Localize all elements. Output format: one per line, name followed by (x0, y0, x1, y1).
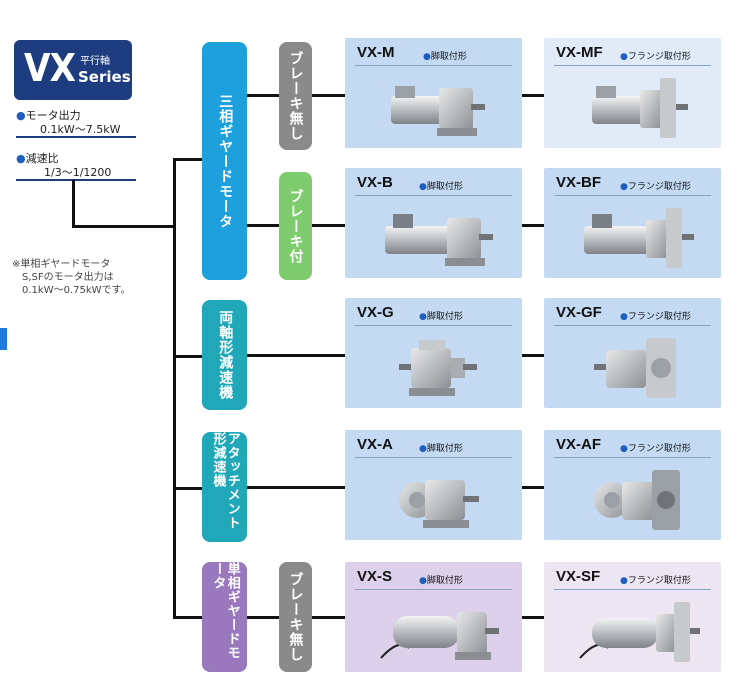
product-card-vx-bf[interactable]: VX-BF ●フランジ取付形 (544, 168, 721, 278)
product-title: VX-B (357, 174, 393, 191)
spec-output-value: 0.1kW～7.5kW (40, 123, 121, 136)
product-card-vx-s[interactable]: VX-S ●脚取付形 (345, 562, 522, 672)
connector-line (522, 94, 544, 97)
category-double-shaft[interactable]: 両軸形減速機 (202, 300, 247, 410)
spec-divider (16, 136, 136, 138)
title-underline (554, 325, 711, 326)
connector-line (522, 224, 544, 227)
product-title: VX-G (357, 304, 394, 321)
connector-line (312, 94, 345, 97)
logo-series-text: Series (78, 68, 131, 86)
product-card-vx-gf[interactable]: VX-GF ●フランジ取付形 (544, 298, 721, 408)
motor-flange-image (584, 208, 694, 268)
title-underline (355, 65, 512, 66)
category-single-phase[interactable]: 単相ギヤードモータ (202, 562, 247, 672)
product-card-vx-a[interactable]: VX-A ●脚取付形 (345, 430, 522, 540)
product-card-vx-m[interactable]: VX-M ●脚取付形 (345, 38, 522, 148)
attachment-flange-image (594, 470, 680, 530)
category-three-phase[interactable]: 三相ギヤードモータ (202, 42, 247, 280)
connector-line (247, 224, 279, 227)
logo-vx-text: VX (24, 46, 76, 90)
product-card-vx-g[interactable]: VX-G ●脚取付形 (345, 298, 522, 408)
attachment-foot-image (399, 480, 479, 528)
brake-with-three-phase[interactable]: ブレーキ付 (279, 172, 312, 280)
reducer-foot-image (399, 340, 477, 396)
brake-none-single-phase[interactable]: ブレーキ無し (279, 562, 312, 672)
mount-type-label: ●脚取付形 (419, 182, 463, 192)
connector-line (312, 224, 345, 227)
motor-flange-image (592, 78, 688, 138)
connector-trunk (173, 158, 176, 618)
connector-line (173, 487, 202, 490)
connector-line (312, 616, 345, 619)
title-underline (554, 589, 711, 590)
motor-foot-image (391, 86, 485, 136)
connector-line (522, 486, 544, 489)
brake-none-three-phase[interactable]: ブレーキ無し (279, 42, 312, 150)
product-title: VX-M (357, 44, 395, 61)
title-underline (554, 195, 711, 196)
mount-type-label: ●フランジ取付形 (620, 576, 691, 586)
title-underline (355, 325, 512, 326)
logo-subtitle: 平行軸 (80, 56, 110, 67)
title-underline (355, 195, 512, 196)
title-underline (355, 589, 512, 590)
connector-line (173, 355, 202, 358)
connector-line (522, 616, 544, 619)
product-card-vx-b[interactable]: VX-B ●脚取付形 (345, 168, 522, 278)
product-title: VX-GF (556, 304, 602, 321)
mount-type-label: ●脚取付形 (419, 312, 463, 322)
single-phase-flange-image (579, 602, 700, 662)
note-single-phase: ※単相ギヤードモータ S,SFのモータ出力は 0.1kW～0.75kWです。 (12, 259, 131, 296)
connector-line (173, 616, 202, 619)
connector-line (522, 354, 544, 357)
scroll-marker (0, 328, 7, 350)
product-card-vx-sf[interactable]: VX-SF ●フランジ取付形 (544, 562, 721, 672)
vx-series-logo: VX 平行軸 Series (14, 40, 132, 100)
product-title: VX-MF (556, 44, 603, 61)
product-title: VX-BF (556, 174, 601, 191)
mount-type-label: ●フランジ取付形 (620, 182, 691, 192)
connector-line (246, 354, 345, 357)
spec-ratio-label: ●減速比 (16, 152, 59, 165)
product-title: VX-AF (556, 436, 601, 453)
mount-type-label: ●脚取付形 (423, 52, 467, 62)
connector-line (173, 158, 202, 161)
spec-output-label: ●モータ出力 (16, 109, 81, 122)
title-underline (355, 457, 512, 458)
connector-line (246, 616, 279, 619)
product-card-vx-mf[interactable]: VX-MF ●フランジ取付形 (544, 38, 721, 148)
connector-line (247, 94, 279, 97)
reducer-flange-image (594, 338, 676, 398)
spec-divider (16, 179, 136, 181)
mount-type-label: ●脚取付形 (419, 444, 463, 454)
connector-line (72, 180, 75, 228)
product-title: VX-S (357, 568, 393, 585)
mount-type-label: ●脚取付形 (419, 576, 463, 586)
product-card-vx-af[interactable]: VX-AF ●フランジ取付形 (544, 430, 721, 540)
product-title: VX-SF (556, 568, 601, 585)
single-phase-foot-image (380, 612, 499, 660)
product-title: VX-A (357, 436, 393, 453)
spec-ratio-value: 1/3～1/1200 (44, 166, 112, 179)
title-underline (554, 65, 711, 66)
connector-line (246, 486, 345, 489)
category-attachment[interactable]: アタッチメント形減速機 (202, 432, 247, 542)
mount-type-label: ●フランジ取付形 (620, 444, 691, 454)
mount-type-label: ●フランジ取付形 (620, 312, 691, 322)
mount-type-label: ●フランジ取付形 (620, 52, 691, 62)
connector-line (72, 225, 176, 228)
motor-foot-image (385, 214, 493, 266)
title-underline (554, 457, 711, 458)
